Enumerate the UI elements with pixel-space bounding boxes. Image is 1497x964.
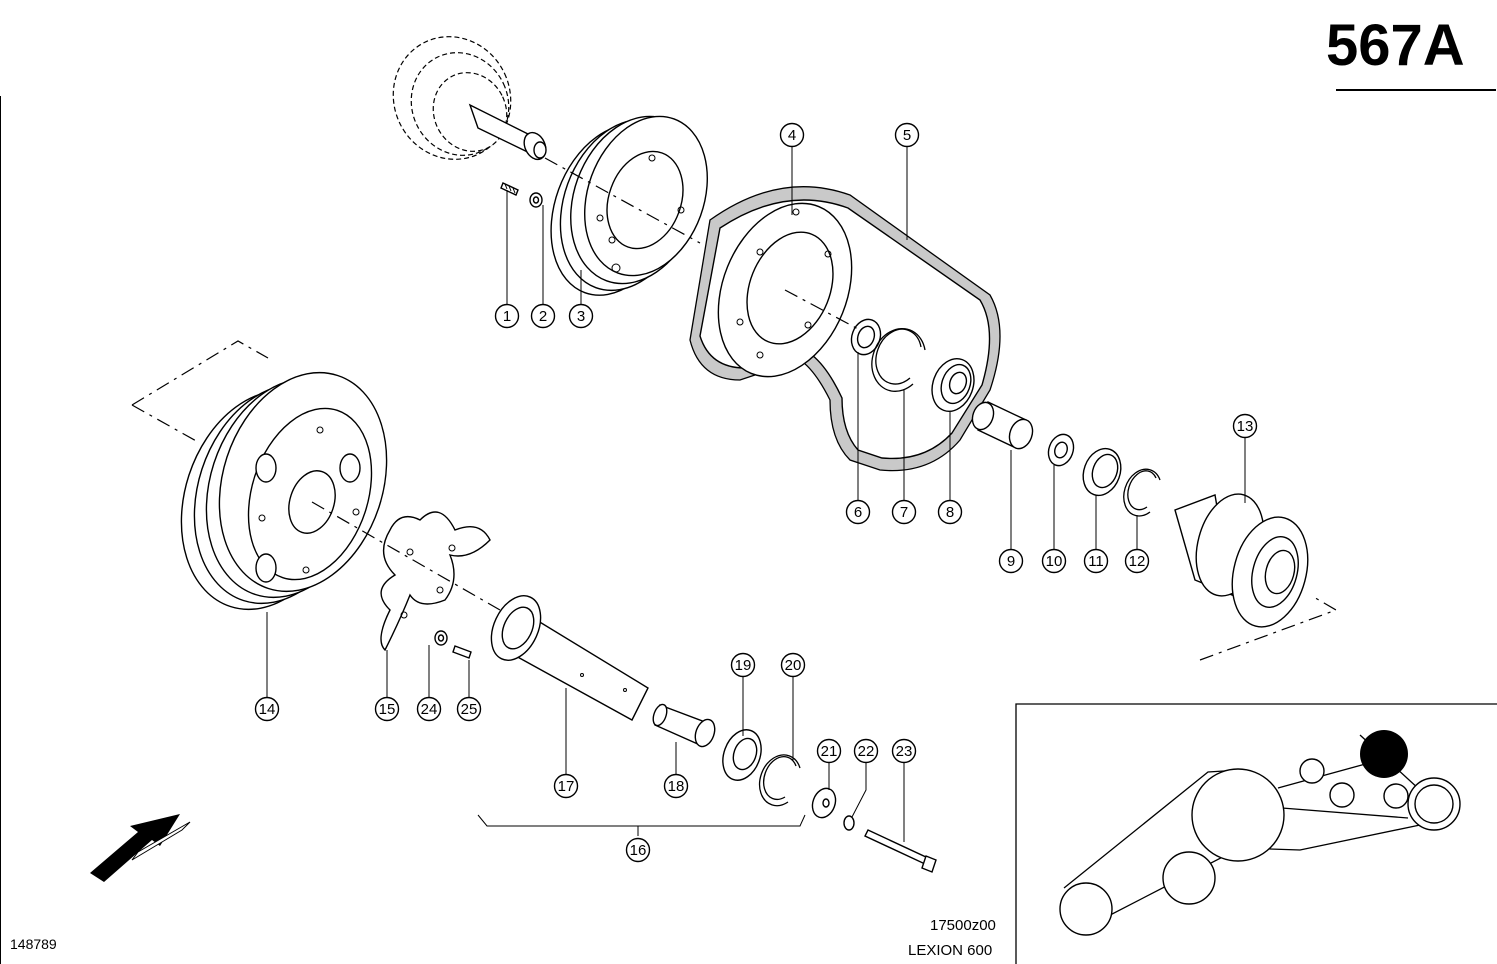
svg-text:16: 16 <box>630 842 647 859</box>
callout-10: 10 <box>1041 548 1067 574</box>
callout-12: 12 <box>1124 548 1150 574</box>
part-6-ring <box>850 318 882 356</box>
part-7-circlip <box>871 328 926 392</box>
callout-1: 1 <box>494 303 520 329</box>
callout-3: 3 <box>568 303 594 329</box>
part-19-bearing <box>722 729 762 781</box>
part-1-screw <box>500 182 519 196</box>
svg-text:17: 17 <box>558 778 575 795</box>
callout-16: 16 <box>625 837 651 863</box>
callout-19: 19 <box>730 652 756 678</box>
part-14-large-pulley <box>180 371 388 611</box>
page-code-title: 567A <box>1326 13 1465 78</box>
part-2-washer <box>529 192 543 208</box>
part-13-hub <box>1174 493 1309 628</box>
svg-text:2: 2 <box>539 308 547 325</box>
svg-text:6: 6 <box>854 504 862 521</box>
svg-text:22: 22 <box>858 743 875 760</box>
part-17-shaft <box>490 595 649 721</box>
svg-text:9: 9 <box>1007 553 1015 570</box>
callout-22: 22 <box>853 738 879 764</box>
part-25-screw <box>452 645 472 659</box>
callout-20: 20 <box>780 652 806 678</box>
svg-text:4: 4 <box>788 127 796 144</box>
part-18-sleeve <box>652 703 716 748</box>
part-23-bolt <box>864 829 937 873</box>
callout-7: 7 <box>891 499 917 525</box>
part-4-5-belt-housing <box>689 186 1001 472</box>
title-underline <box>1336 89 1496 91</box>
svg-text:3: 3 <box>577 308 585 325</box>
svg-text:8: 8 <box>946 504 954 521</box>
svg-text:14: 14 <box>259 701 276 718</box>
callout-25: 25 <box>456 696 482 722</box>
callout-24: 24 <box>416 696 442 722</box>
svg-text:20: 20 <box>785 657 802 674</box>
callout-5: 5 <box>894 122 920 148</box>
callout-17: 17 <box>553 773 579 799</box>
svg-text:18: 18 <box>668 778 685 795</box>
callout-2: 2 <box>530 303 556 329</box>
model-name: LEXION 600 <box>908 942 993 959</box>
svg-text:21: 21 <box>821 743 838 760</box>
svg-text:7: 7 <box>900 504 908 521</box>
callout-8: 8 <box>937 499 963 525</box>
svg-text:19: 19 <box>735 657 752 674</box>
ghost-shaft-assembly <box>392 36 547 161</box>
left-border-line <box>0 96 1 964</box>
callout-11: 11 <box>1083 548 1109 574</box>
callout-15: 15 <box>374 696 400 722</box>
callout-14: 14 <box>254 696 280 722</box>
part-20-circlip <box>758 754 801 807</box>
svg-text:1: 1 <box>503 308 511 325</box>
belt-routing-inset <box>1015 703 1497 964</box>
callout-labels: 1 2 3 4 5 6 7 8 9 10 11 12 13 14 15 16 1… <box>254 122 1258 863</box>
drawing-number: 17500z00 <box>930 917 996 934</box>
callout-23: 23 <box>891 738 917 764</box>
callout-13: 13 <box>1232 413 1258 439</box>
part-24-washer <box>434 630 448 646</box>
part-8-bearing <box>931 358 975 412</box>
part-22-washer <box>843 815 855 831</box>
svg-text:15: 15 <box>379 701 396 718</box>
part-3-pulley <box>550 115 708 296</box>
part-10-ring <box>1047 433 1075 467</box>
direction-arrow-icon <box>90 814 191 882</box>
leader-lines <box>266 146 1246 842</box>
svg-text:24: 24 <box>421 701 438 718</box>
part-9-sleeve <box>971 401 1034 450</box>
part-11-bearing <box>1082 447 1122 497</box>
part-21-washer <box>811 787 837 819</box>
svg-text:10: 10 <box>1046 553 1063 570</box>
svg-text:23: 23 <box>896 743 913 760</box>
part-15-gasket <box>380 511 491 652</box>
callout-9: 9 <box>998 548 1024 574</box>
svg-text:13: 13 <box>1237 418 1254 435</box>
svg-text:5: 5 <box>903 127 911 144</box>
svg-text:12: 12 <box>1129 553 1146 570</box>
part-12-circlip <box>1123 468 1161 517</box>
image-number: 148789 <box>10 936 57 952</box>
callout-21: 21 <box>816 738 842 764</box>
callout-6: 6 <box>845 499 871 525</box>
svg-text:11: 11 <box>1088 553 1104 570</box>
center-lines <box>131 157 1338 661</box>
callout-4: 4 <box>779 122 805 148</box>
callout-18: 18 <box>663 773 689 799</box>
svg-text:25: 25 <box>461 701 478 718</box>
